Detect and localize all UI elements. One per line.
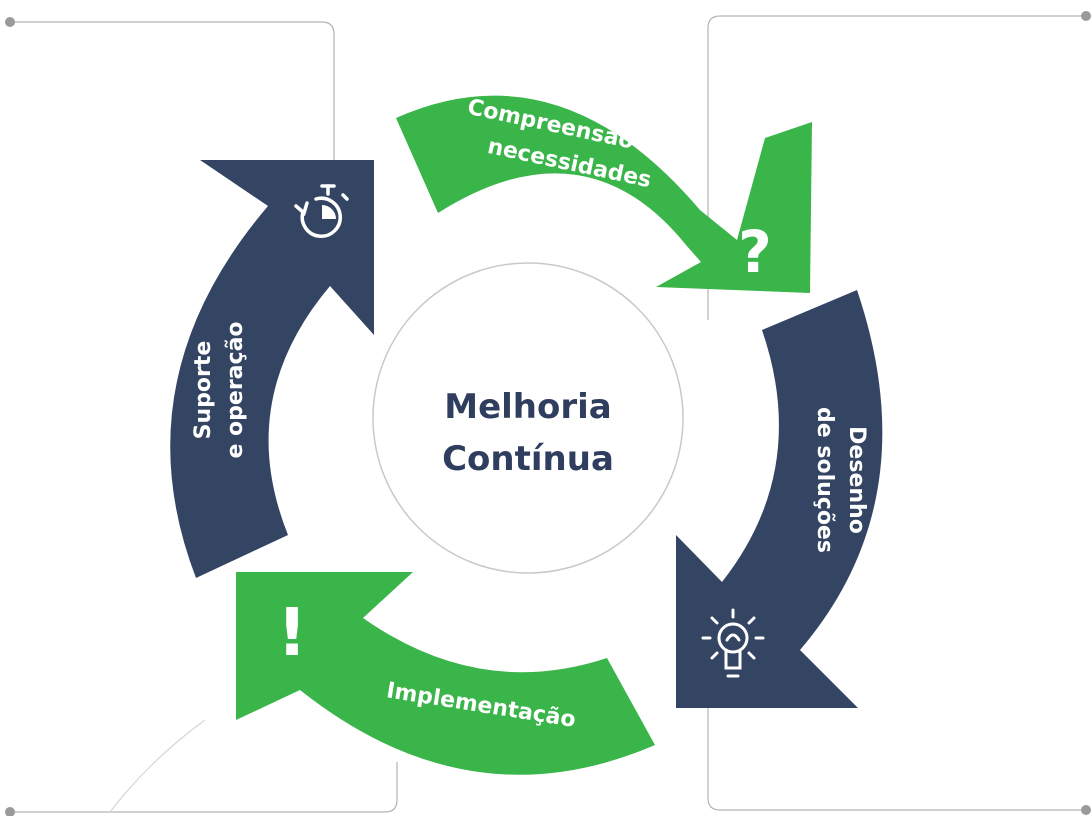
frame-dot-top-left	[5, 17, 15, 27]
arrow-step-4	[170, 160, 374, 578]
stopwatch-icon	[294, 184, 349, 238]
center-title-line2: Contínua	[442, 439, 614, 479]
exclamation-icon: !	[277, 594, 307, 671]
frame-top-right	[707, 15, 1086, 320]
frame-dot-bottom-left	[5, 807, 15, 816]
frame-curve-left	[109, 719, 206, 813]
frame-dots	[5, 11, 1091, 816]
center-title-line1: Melhoria	[444, 387, 611, 427]
lightbulb-icon	[701, 608, 765, 678]
frame-top-left	[10, 21, 335, 160]
frame-bottom-right	[707, 700, 1086, 811]
step-2-label-line1: Desenho	[844, 426, 869, 534]
frame-bottom-left	[10, 762, 398, 813]
frame-dot-bottom-right	[1081, 805, 1091, 815]
arrow-step-3	[236, 572, 655, 775]
frame-dot-top-right	[1081, 11, 1091, 21]
step-4-label-line2: e operação	[223, 321, 248, 458]
question-icon: ?	[738, 218, 772, 286]
arrow-step-1	[396, 95, 812, 293]
center-circle	[372, 262, 684, 574]
frame-lines	[10, 15, 1086, 813]
step-4-label-line1: Suporte	[191, 341, 216, 440]
step-2-label-line2: de soluções	[812, 407, 837, 553]
arrow-step-2	[676, 290, 883, 708]
